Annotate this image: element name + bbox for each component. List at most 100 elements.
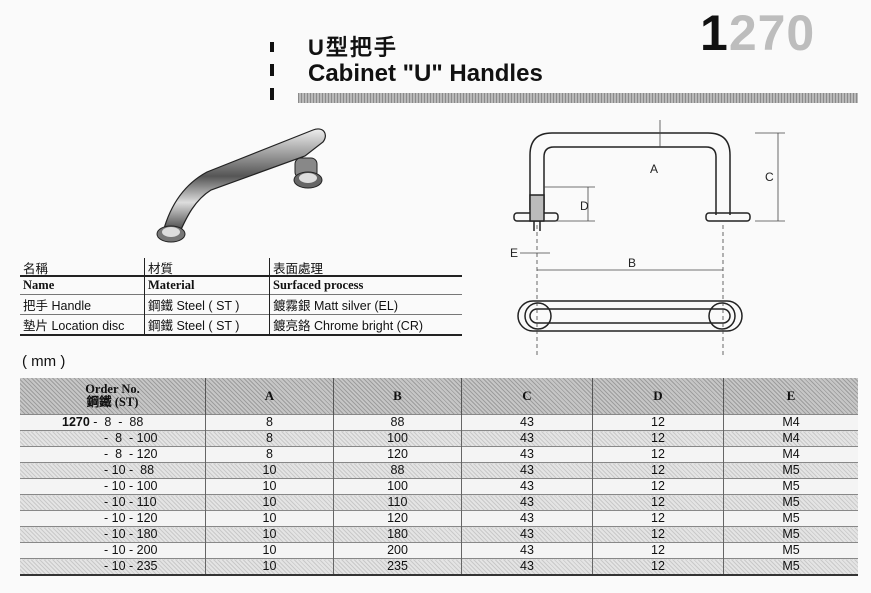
cell-a: 10: [205, 478, 334, 495]
dim-label-d: D: [580, 199, 589, 213]
page-number: 1270: [700, 4, 815, 62]
dim-label-b: B: [628, 256, 636, 270]
order-number-cell: - 10 - 180: [20, 526, 206, 543]
cell-b: 180: [333, 526, 462, 543]
technical-drawing: C A D E B: [510, 120, 785, 355]
cell-b: 235: [333, 558, 462, 575]
cell-c: 43: [461, 494, 593, 511]
cell-d: 12: [592, 462, 724, 479]
cell-c: 43: [461, 510, 593, 527]
order-suffix: - 8 - 120: [104, 447, 158, 461]
cell-e: M5: [723, 462, 858, 479]
spec-row-process: 鍍霧銀 Matt silver (EL): [269, 294, 462, 315]
cell-d: 12: [592, 414, 724, 431]
spec-header-cn-name: 名稱: [23, 262, 49, 276]
column-header-order: Order No. 鋼鐵 (ST): [20, 378, 206, 415]
dim-label-a: A: [650, 162, 658, 176]
page-number-rest: 270: [728, 5, 816, 61]
cell-e: M5: [723, 478, 858, 495]
column-header-e: E: [723, 378, 858, 415]
page-number-first: 1: [700, 5, 729, 61]
unit-label: ( mm ): [22, 353, 66, 370]
order-number-cell: - 10 - 235: [20, 558, 206, 575]
spec-header-cn-process: 表面處理: [269, 258, 462, 277]
cell-a: 8: [205, 414, 334, 431]
cell-e: M5: [723, 542, 858, 559]
order-suffix: - 8 - 88: [89, 415, 144, 429]
cell-d: 12: [592, 446, 724, 463]
order-number-cell: 1270 - 8 - 88: [20, 414, 206, 431]
spec-header-cn-material: 材質: [144, 258, 270, 277]
cell-a: 10: [205, 542, 334, 559]
cell-c: 43: [461, 542, 593, 559]
order-number-cell: - 10 - 120: [20, 510, 206, 527]
spec-row-process: 鍍亮鉻 Chrome bright (CR): [269, 314, 462, 336]
spec-header-en-material: Material: [144, 277, 270, 295]
cell-d: 12: [592, 526, 724, 543]
cell-c: 43: [461, 526, 593, 543]
column-header-d: D: [592, 378, 724, 415]
order-number-cell: - 10 - 100: [20, 478, 206, 495]
spec-row-material: 鋼鐵 Steel ( ST ): [144, 314, 270, 336]
order-number-cell: - 10 - 200: [20, 542, 206, 559]
cell-b: 120: [333, 446, 462, 463]
dim-label-e: E: [510, 246, 518, 260]
spec-row-material: 鋼鐵 Steel ( ST ): [144, 294, 270, 315]
dimension-table: Order No. 鋼鐵 (ST) A B C D E 1270 - 8 - 8…: [20, 378, 858, 576]
order-suffix: - 10 - 110: [104, 495, 157, 509]
cell-b: 88: [333, 462, 462, 479]
cell-a: 8: [205, 430, 334, 447]
spec-header-en-name: Name: [23, 278, 55, 292]
spec-header-en-process: Surfaced process: [269, 277, 462, 295]
cell-e: M5: [723, 558, 858, 575]
cell-c: 43: [461, 558, 593, 575]
cell-a: 10: [205, 510, 334, 527]
cell-d: 12: [592, 510, 724, 527]
cell-a: 10: [205, 558, 334, 575]
cell-b: 100: [333, 430, 462, 447]
cell-d: 12: [592, 494, 724, 511]
order-suffix: - 10 - 120: [104, 511, 158, 525]
cell-b: 88: [333, 414, 462, 431]
title-underline-bar: [298, 93, 858, 103]
spec-table: 名稱 材質 表面處理 Name Material Surfaced proces…: [20, 258, 462, 336]
cell-d: 12: [592, 542, 724, 559]
cell-e: M5: [723, 510, 858, 527]
cell-c: 43: [461, 478, 593, 495]
order-number-cell: - 8 - 100: [20, 430, 206, 447]
title-chinese: U型把手: [308, 35, 398, 60]
cell-a: 10: [205, 462, 334, 479]
spec-row-name: 把手 Handle: [20, 294, 145, 315]
title-english: Cabinet "U" Handles: [308, 60, 543, 87]
cell-c: 43: [461, 430, 593, 447]
order-number-cell: - 10 - 88: [20, 462, 206, 479]
order-header-cn: 鋼鐵 (ST): [86, 395, 139, 409]
cell-e: M4: [723, 430, 858, 447]
cell-d: 12: [592, 478, 724, 495]
cell-a: 8: [205, 446, 334, 463]
order-suffix: - 10 - 200: [104, 543, 158, 557]
order-suffix: - 10 - 180: [104, 527, 158, 541]
cell-e: M4: [723, 414, 858, 431]
order-suffix: - 10 - 235: [104, 559, 158, 573]
cell-e: M4: [723, 446, 858, 463]
column-header-c: C: [461, 378, 593, 415]
column-header-b: B: [333, 378, 462, 415]
order-number-cell: - 10 - 110: [20, 494, 206, 511]
cell-b: 100: [333, 478, 462, 495]
cell-d: 12: [592, 430, 724, 447]
dim-label-c: C: [765, 170, 774, 184]
handle-photo: [156, 128, 326, 243]
order-suffix: - 10 - 88: [104, 463, 155, 477]
cell-b: 200: [333, 542, 462, 559]
column-header-a: A: [205, 378, 334, 415]
order-header-en: Order No.: [85, 382, 140, 396]
spec-header-rule: [20, 275, 462, 277]
